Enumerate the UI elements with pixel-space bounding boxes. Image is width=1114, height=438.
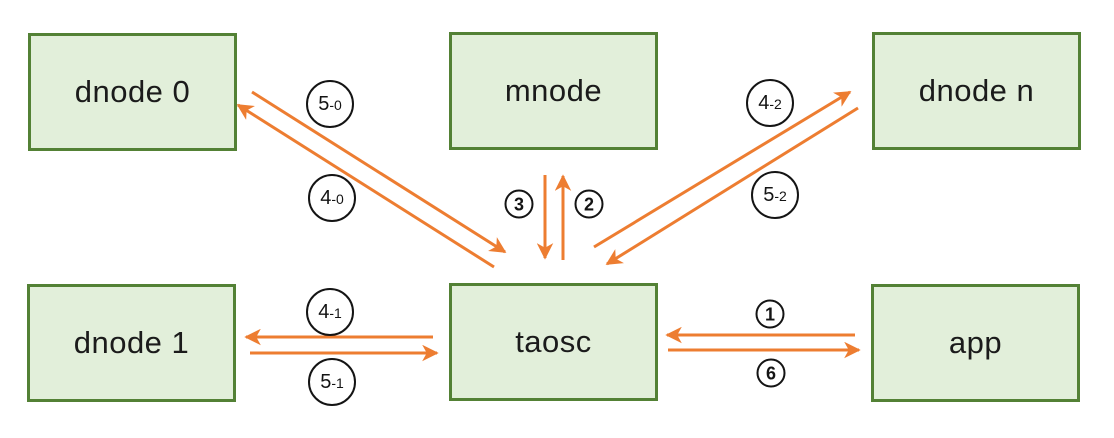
edge-label-6: 6	[756, 358, 786, 388]
node-dnode-1-label: dnode 1	[73, 325, 190, 360]
node-dnode-0: dnode 0	[28, 33, 237, 151]
node-app: app	[871, 284, 1080, 402]
node-mnode: mnode	[449, 32, 658, 150]
edge-label-4-0: 4-0	[308, 174, 356, 222]
node-taosc-label: taosc	[515, 324, 592, 359]
edge-label-4-2: 4-2	[746, 79, 794, 127]
edge-label-4-1: 4-1	[306, 288, 354, 336]
node-dnode-n: dnode n	[872, 32, 1081, 150]
node-taosc: taosc	[449, 283, 658, 401]
edge-label-5-0: 5-0	[306, 80, 354, 128]
node-mnode-label: mnode	[504, 73, 603, 108]
node-dnode-1: dnode 1	[27, 284, 236, 402]
node-dnode-n-label: dnode n	[918, 73, 1035, 108]
node-dnode-0-label: dnode 0	[74, 74, 191, 109]
edge-label-3: 3	[504, 189, 534, 219]
edge-label-2: 2	[574, 189, 604, 219]
node-app-label: app	[948, 325, 1003, 360]
edge-label-1: 1	[755, 299, 785, 329]
edge-label-5-1: 5-1	[308, 358, 356, 406]
edge-label-5-2: 5-2	[751, 171, 799, 219]
